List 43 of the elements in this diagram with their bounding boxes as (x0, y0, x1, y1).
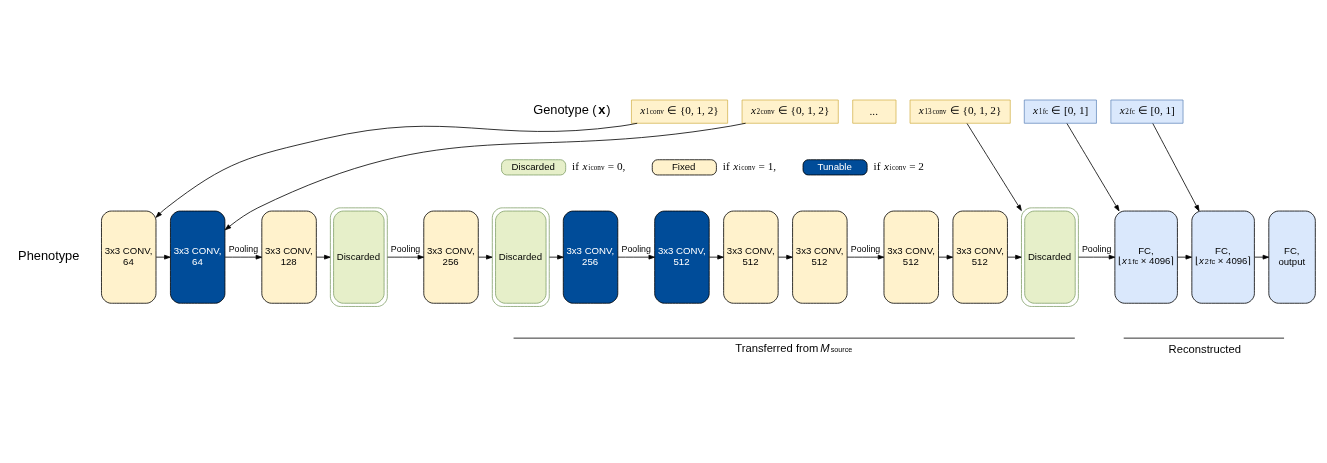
node-box: 3x3 CONV, 512 (654, 210, 710, 304)
arrow (316, 254, 331, 260)
arrow (1152, 123, 1200, 212)
arrow (709, 254, 724, 260)
node-box: FC, output (1268, 210, 1316, 304)
node-box: 3x3 CONV, 512 (883, 210, 939, 304)
node-box: ... (852, 99, 897, 124)
arrow (155, 122, 638, 218)
edge-label: Pooling (621, 244, 651, 255)
arrow (224, 122, 746, 231)
arrow (1078, 254, 1116, 260)
arrow (1066, 123, 1120, 212)
edge-label: Pooling (1081, 244, 1112, 255)
node-box: 3x3 CONV, 512 (952, 210, 1008, 304)
arrow (478, 254, 493, 260)
node-box: 3x3 CONV, 64 (170, 210, 226, 304)
arrow (1007, 254, 1022, 260)
edge-label: Pooling (390, 244, 421, 255)
node-box: 3x3 CONV, 256 (423, 210, 479, 304)
arrow (549, 254, 564, 260)
label: Reconstructed (1168, 342, 1241, 355)
label: Transferred from Msource (735, 341, 853, 354)
arrow (1254, 254, 1270, 260)
arrow (938, 254, 954, 260)
label: Genotype (x) (533, 101, 611, 117)
arrow (777, 254, 793, 260)
arrow (387, 254, 425, 260)
node-box: 3x3 CONV, 512 (723, 210, 779, 304)
node-box: 3x3 CONV, 128 (261, 210, 317, 304)
edge-label: Pooling (850, 244, 881, 255)
node-box: 3x3 CONV, 256 (562, 210, 619, 304)
node-box: FC, ⌊x1fc × 4096⌉ (1114, 210, 1178, 304)
edge-label: Pooling (228, 244, 259, 255)
arrow (155, 254, 171, 260)
arrow (617, 254, 655, 260)
label: Phenotype (18, 248, 80, 264)
arrow (966, 123, 1022, 211)
node-box: 3x3 CONV, 512 (792, 210, 848, 304)
node-box: 3x3 CONV, 64 (101, 210, 157, 304)
arrow (224, 254, 263, 260)
arrow (846, 254, 885, 260)
node-box: FC, ⌊x2fc × 4096⌉ (1191, 210, 1255, 304)
arrow (1177, 254, 1192, 260)
